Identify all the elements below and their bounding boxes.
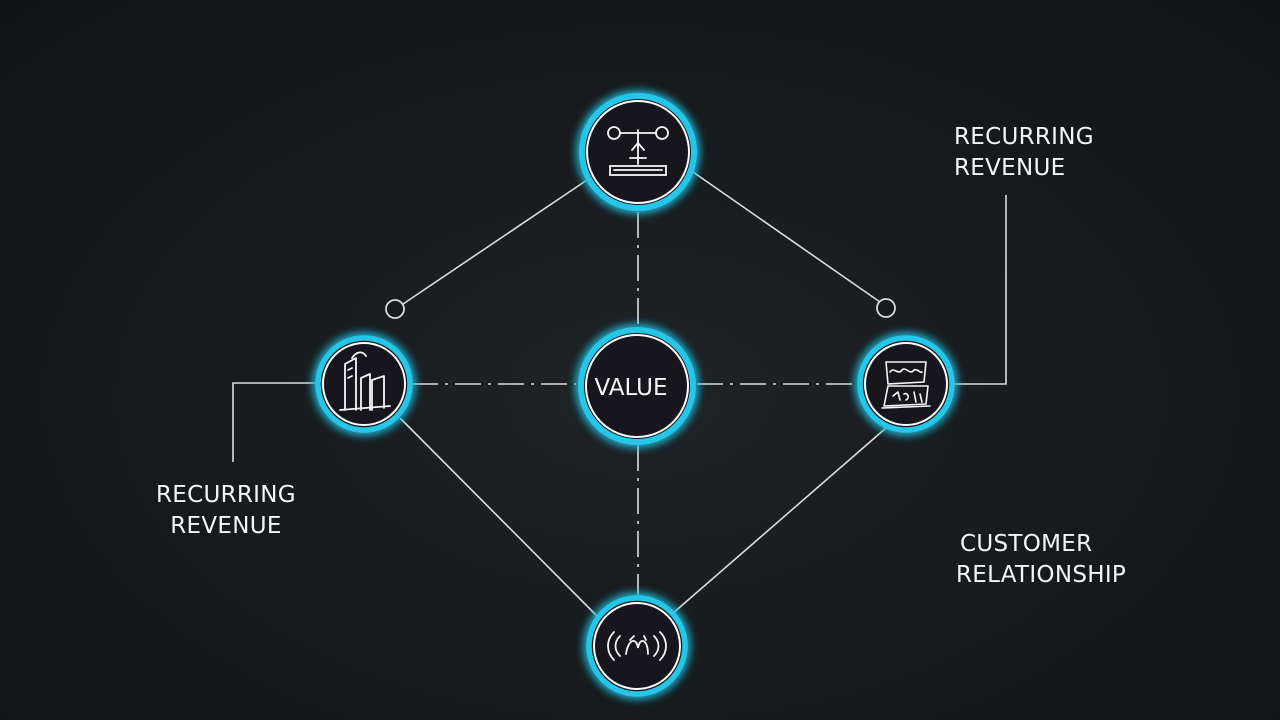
connector-top-right [692,171,881,303]
node-bottom [586,595,688,697]
center-label: VALUE [594,375,667,401]
connector-left-bottom [399,417,598,617]
label-bottom-right-line2: RELATIONSHIP [956,562,1127,588]
label-bottom-right: CUSTOMER RELATIONSHIP [956,529,1126,591]
label-bottom-left-line1: RECURRING [156,482,296,508]
sketch-card-icon [881,361,931,409]
node-right [857,335,955,433]
buildings-icon [339,351,391,411]
label-top-right: RECURRING REVENUE [954,122,1094,184]
junction-dot-right [876,298,896,318]
node-center: VALUE [578,327,696,445]
scale-icon [607,126,669,176]
label-top-right-line1: RECURRING [954,124,1094,150]
label-bottom-left: RECURRING REVENUE [156,480,296,542]
leader-line-left [232,382,318,462]
label-bottom-right-line1: CUSTOMER [960,531,1093,557]
signal-waves-icon [607,631,667,661]
connector-top-left [402,179,588,305]
leader-line-right [952,195,1007,385]
connector-right-bottom [671,427,887,615]
node-top [579,93,697,211]
label-bottom-left-line2: REVENUE [170,513,282,539]
junction-dot-left [385,299,405,319]
label-top-right-line2: REVENUE [954,155,1066,181]
node-left [315,335,413,433]
